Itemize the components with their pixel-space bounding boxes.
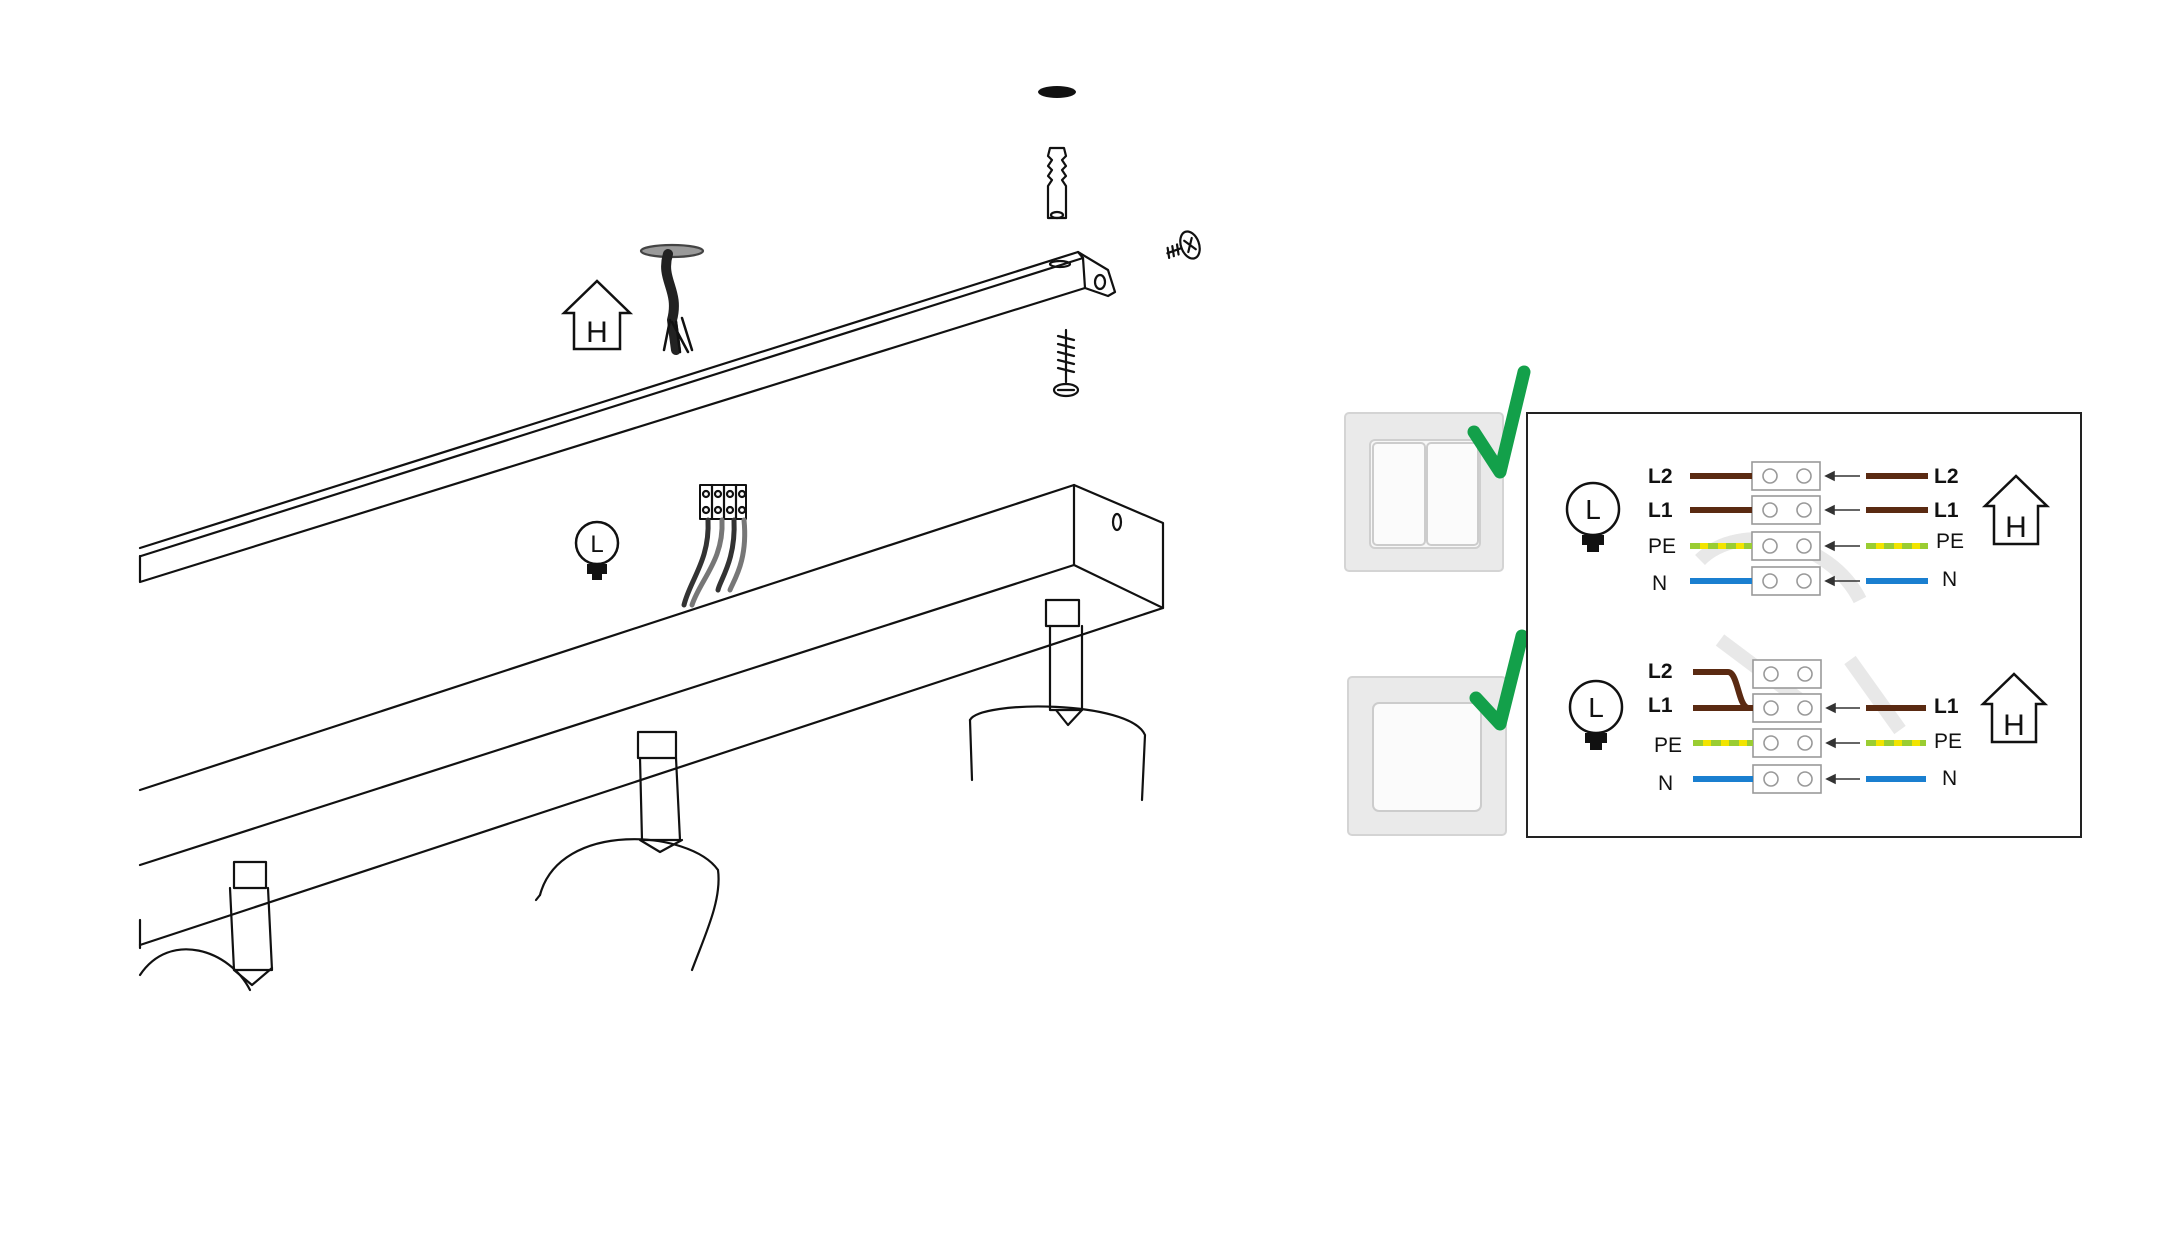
- house-icon: H: [560, 279, 634, 351]
- screw-icon: [1166, 230, 1201, 260]
- label-right-l2: L2: [1934, 465, 1959, 488]
- mounting-rail: [138, 250, 1117, 584]
- lamp-icon: L: [574, 520, 620, 580]
- lamp-icon: L: [1568, 679, 1624, 750]
- check-icon: [1469, 629, 1529, 731]
- lamp-icon: L: [1565, 481, 1621, 552]
- house-letter: H: [586, 316, 608, 349]
- label-right-pe: PE: [1936, 530, 1964, 553]
- label-left-l1: L1: [1648, 694, 1673, 717]
- label-left-pe: PE: [1648, 535, 1676, 558]
- label-left-pe: PE: [1654, 734, 1682, 757]
- svg-text:H: H: [2005, 511, 2027, 544]
- label-left-l2: L2: [1648, 465, 1673, 488]
- terminal-block-icon: [1751, 461, 1821, 596]
- house-icon: H: [1979, 672, 2049, 744]
- house-icon: H: [1981, 474, 2051, 546]
- double-switch: [1344, 412, 1504, 572]
- single-switch: [1347, 676, 1507, 836]
- arrow-icon: [1824, 470, 1860, 587]
- label-left-l2: L2: [1648, 660, 1673, 683]
- spotlight: [534, 730, 720, 972]
- terminal-block-icon: [681, 483, 748, 608]
- label-left-l1: L1: [1648, 499, 1673, 522]
- wiring-diagram-single: L H L2: [1568, 659, 2049, 795]
- svg-text:H: H: [2003, 709, 2025, 742]
- svg-text:L: L: [1588, 692, 1604, 723]
- spotlight: [968, 598, 1147, 802]
- fixture-body: [138, 483, 1165, 950]
- wall-plug-icon: [1046, 146, 1068, 220]
- mounting-drawing: [138, 86, 1201, 992]
- label-right-l1: L1: [1934, 695, 1959, 718]
- spotlight: [138, 860, 274, 992]
- label-left-n: N: [1652, 572, 1667, 595]
- screw-icon: [1052, 328, 1080, 398]
- label-right-n: N: [1942, 568, 1957, 591]
- check-icon: [1467, 365, 1531, 479]
- terminal-block-icon: [1752, 659, 1822, 794]
- label-right-n: N: [1942, 767, 1957, 790]
- label-right-pe: PE: [1934, 730, 1962, 753]
- mains-cable-icon: [639, 243, 705, 355]
- svg-text:L: L: [1585, 494, 1601, 525]
- ceiling-hole-icon: [1038, 86, 1076, 98]
- label-right-l1: L1: [1934, 499, 1959, 522]
- lamp-letter: L: [590, 531, 603, 558]
- arrow-icon: [1825, 702, 1860, 785]
- label-left-n: N: [1658, 772, 1673, 795]
- wiring-diagram-double: L H: [1565, 461, 2051, 596]
